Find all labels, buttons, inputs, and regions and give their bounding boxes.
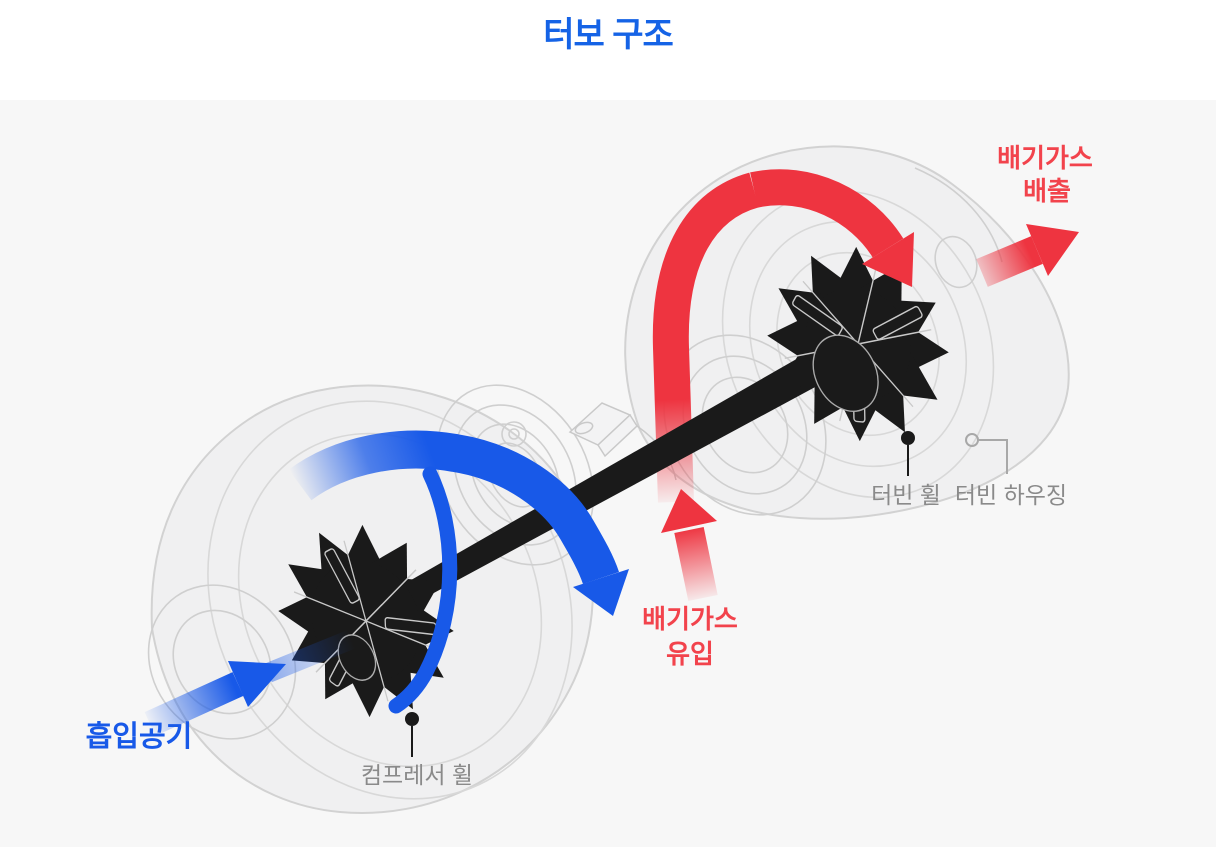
turbine-wheel [765,243,951,445]
exhaust-outflow-label-line2: 배출 [1023,176,1071,206]
turbine-hub [812,334,879,412]
exhaust-flow-ribbon-over-turbine [750,169,914,287]
compressor-wheel-label: 컴프레서 휠 [361,762,473,788]
intake-air-label: 흡입공기 [86,720,193,753]
intake-flow-ribbon [288,430,629,714]
page-title: 터보 구조 [543,16,673,54]
bolt-hole [501,421,527,447]
exhaust-inflow-label-line1: 배기가스 [642,604,738,634]
intake-air-arrow [144,629,356,736]
exhaust-ribbon-arrowhead [862,232,914,287]
turbine-housing-label: 터빈 하우징 [955,482,1067,508]
compressor-wheel-callout-dot [405,712,419,726]
callouts [405,431,1008,757]
intake-swirl-around-wheel [388,466,458,714]
exhaust-inflow-arrowhead [661,489,717,533]
exhaust-outflow-arrowhead [1026,224,1079,276]
exhaust-inflow-label-line2: 유입 [666,639,714,669]
bolt-hole-inner [508,428,520,440]
turbine-wheel-callout-dot [901,431,915,445]
intake-ribbon-arrowhead [573,569,629,616]
turbine-housing-callout-line [978,439,1008,474]
turbine-wheel-label: 터빈 휠 [871,482,941,508]
exhaust-flow-ribbon-rise [652,172,760,503]
exhaust-outflow-arrow [976,224,1079,287]
turbine-outlet [914,167,1003,289]
turbo-shaft [357,349,830,629]
exhaust-outflow-label-line1: 배기가스 [997,143,1093,173]
compressor-inlet-rings [147,584,297,740]
exhaust-inflow-arrow [661,489,718,602]
